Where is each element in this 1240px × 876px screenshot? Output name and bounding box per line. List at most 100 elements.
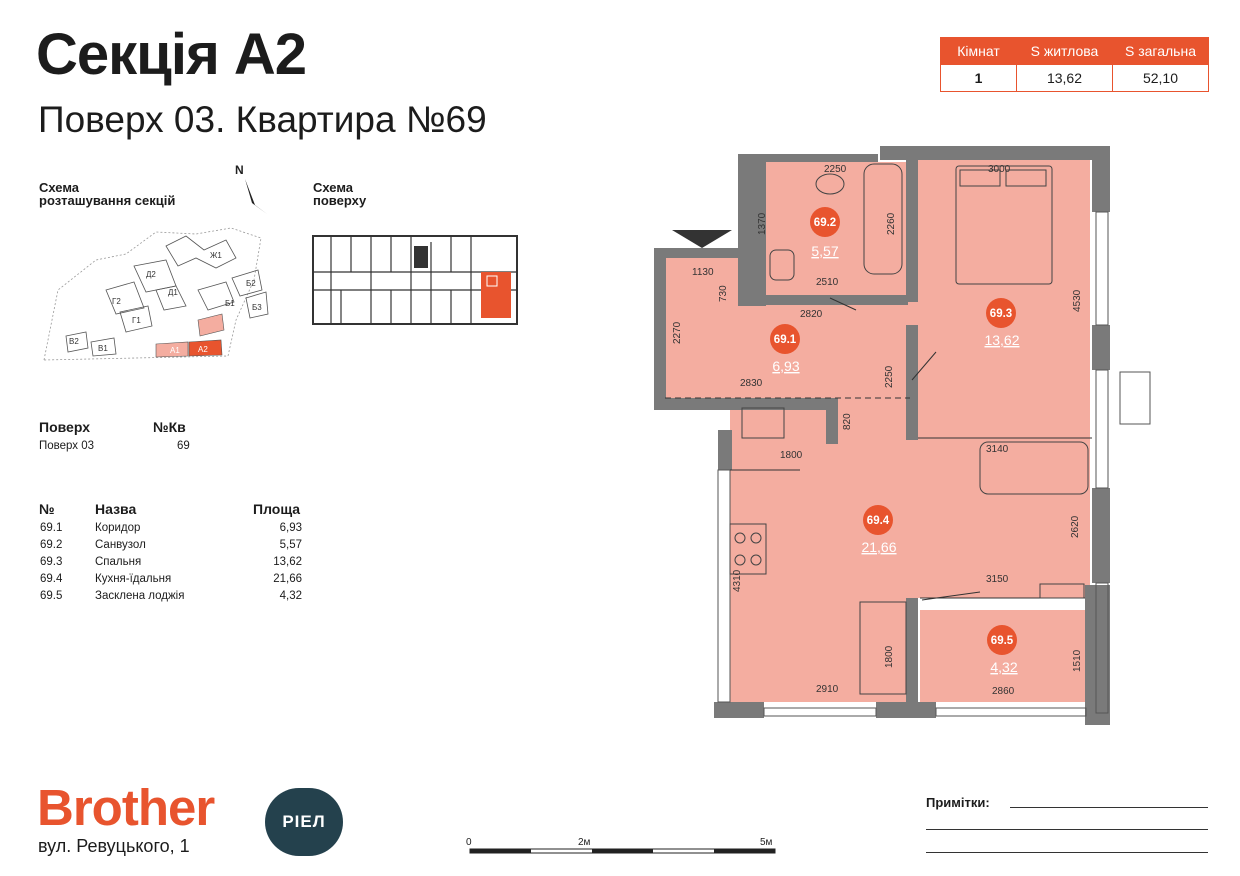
room-label-69-1: 69.1 6,93 <box>770 324 800 374</box>
room-label-69-4: 69.4 21,66 <box>861 505 897 555</box>
svg-text:1510: 1510 <box>1072 649 1083 672</box>
svg-text:21,66: 21,66 <box>861 539 896 555</box>
svg-text:2250: 2250 <box>884 365 895 388</box>
wall <box>880 146 1110 160</box>
wall <box>654 248 738 258</box>
north-arrow-icon <box>245 179 267 214</box>
svg-text:730: 730 <box>718 285 729 302</box>
svg-text:Б1: Б1 <box>225 299 235 308</box>
wall <box>738 154 878 162</box>
notes-line <box>1010 807 1208 808</box>
apartment-subtitle: Поверх 03. Квартира №69 <box>38 99 487 140</box>
svg-text:3000: 3000 <box>988 164 1011 175</box>
sections-site-scheme: N Ж1 Д2 Д1 Г2 Г1 Б2 Б1 Б3 В2 В1 А1 А2 <box>43 163 269 361</box>
svg-text:В1: В1 <box>98 344 108 353</box>
svg-text:Ж1: Ж1 <box>210 251 222 260</box>
apartment-plan: 2250 3000 1370 2260 2510 1130 730 2820 2… <box>654 146 1151 725</box>
svg-text:2м: 2м <box>578 837 591 848</box>
room-label-69-3: 69.3 13,62 <box>984 298 1020 348</box>
svg-text:5м: 5м <box>760 837 773 848</box>
toilet-icon <box>769 249 795 281</box>
room-label-69-2: 69.2 5,57 <box>810 207 840 259</box>
entrance-arrow-icon <box>672 230 732 248</box>
svg-text:0: 0 <box>466 837 472 848</box>
rooms-name-header: Назва <box>95 501 137 517</box>
wall <box>826 398 838 444</box>
floor-scheme-label: Схема поверху <box>313 180 367 208</box>
svg-text:1800: 1800 <box>884 645 895 668</box>
svg-text:69.4: 69.4 <box>867 515 890 527</box>
wall <box>1085 585 1110 725</box>
wall <box>1092 146 1110 212</box>
notes-label: Примітки: <box>926 795 990 810</box>
total-area-value: 52,10 <box>1112 64 1209 92</box>
svg-text:3150: 3150 <box>986 574 1009 585</box>
svg-text:2250: 2250 <box>824 164 847 175</box>
svg-text:Д2: Д2 <box>146 270 156 279</box>
north-label: N <box>235 163 244 177</box>
svg-text:4310: 4310 <box>732 569 743 592</box>
address: вул. Ревуцького, 1 <box>38 836 190 856</box>
wall <box>714 702 764 718</box>
loggia-bench-icon <box>1039 583 1085 599</box>
wall <box>1092 325 1110 370</box>
svg-text:1370: 1370 <box>757 212 768 235</box>
svg-text:3140: 3140 <box>986 444 1009 455</box>
section-title: Секція А2 <box>36 22 307 87</box>
riel-badge: РІЕЛ <box>265 788 343 856</box>
wall <box>906 154 918 302</box>
floor-value: Поверх 03 <box>39 440 95 452</box>
svg-text:4,32: 4,32 <box>990 659 1017 675</box>
bathtub-icon <box>863 163 903 275</box>
wall <box>1092 488 1110 583</box>
svg-text:69.3: 69.3 <box>990 308 1012 320</box>
total-area-header: S загальна <box>1112 37 1209 65</box>
wall <box>906 325 918 440</box>
svg-text:1800: 1800 <box>780 450 803 461</box>
svg-text:2270: 2270 <box>672 321 683 344</box>
wall <box>738 154 766 306</box>
summary-table: Кімнат S житлова S загальна 1 13,62 52,1… <box>940 37 1209 92</box>
svg-text:Б2: Б2 <box>246 279 256 288</box>
notes-line <box>926 852 1208 853</box>
sofa-icon <box>979 441 1089 495</box>
svg-text:69.2: 69.2 <box>814 217 836 229</box>
wall <box>876 702 936 718</box>
svg-text:4530: 4530 <box>1072 289 1083 312</box>
notes-line <box>926 829 1208 830</box>
apartment-header: №Кв <box>153 419 186 435</box>
svg-text:820: 820 <box>842 413 853 430</box>
sections-scheme-label: Схема розташування секцій <box>39 180 176 208</box>
rooms-no-header: № <box>39 501 55 517</box>
rooms-area-header: Площа <box>253 501 301 517</box>
svg-text:1130: 1130 <box>692 267 714 278</box>
floor-header: Поверх <box>39 419 90 435</box>
bed-icon <box>955 165 1053 285</box>
kitchen-right-fill <box>910 438 1090 598</box>
kitchen-sink-icon <box>741 407 785 439</box>
svg-text:2620: 2620 <box>1070 515 1081 538</box>
svg-text:2830: 2830 <box>740 378 763 389</box>
svg-text:2910: 2910 <box>816 684 839 695</box>
room-label-69-5: 69.5 4,32 <box>987 625 1018 675</box>
wall <box>756 295 908 305</box>
brand-logo: Brother <box>37 779 215 836</box>
svg-text:Г2: Г2 <box>112 297 121 306</box>
rooms-count-value: 1 <box>940 64 1017 92</box>
scale-bar: 0 2м 5м <box>466 837 776 854</box>
apartment-value: 69 <box>177 440 190 452</box>
svg-text:69.1: 69.1 <box>774 334 797 346</box>
wall <box>654 398 836 410</box>
svg-text:5,57: 5,57 <box>811 243 838 259</box>
kitchen-fill <box>730 400 910 702</box>
svg-text:А2: А2 <box>198 345 208 354</box>
dining-table-icon <box>859 601 907 695</box>
living-area-value: 13,62 <box>1016 64 1113 92</box>
svg-text:Д1: Д1 <box>168 288 178 297</box>
svg-text:6,93: 6,93 <box>772 358 799 374</box>
